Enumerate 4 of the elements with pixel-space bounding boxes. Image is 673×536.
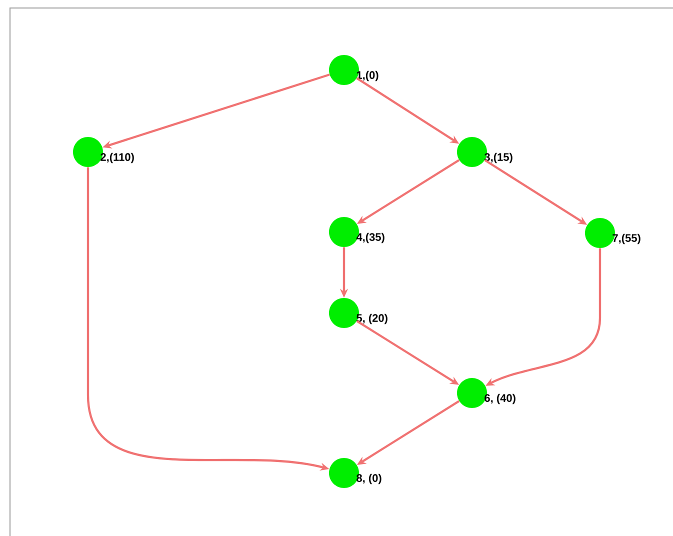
node-label: 1,(0) xyxy=(356,70,378,82)
node-label: 3,(15) xyxy=(484,152,512,164)
node-label: 7,(55) xyxy=(612,234,640,244)
node-label: 2,(110) xyxy=(100,152,134,164)
